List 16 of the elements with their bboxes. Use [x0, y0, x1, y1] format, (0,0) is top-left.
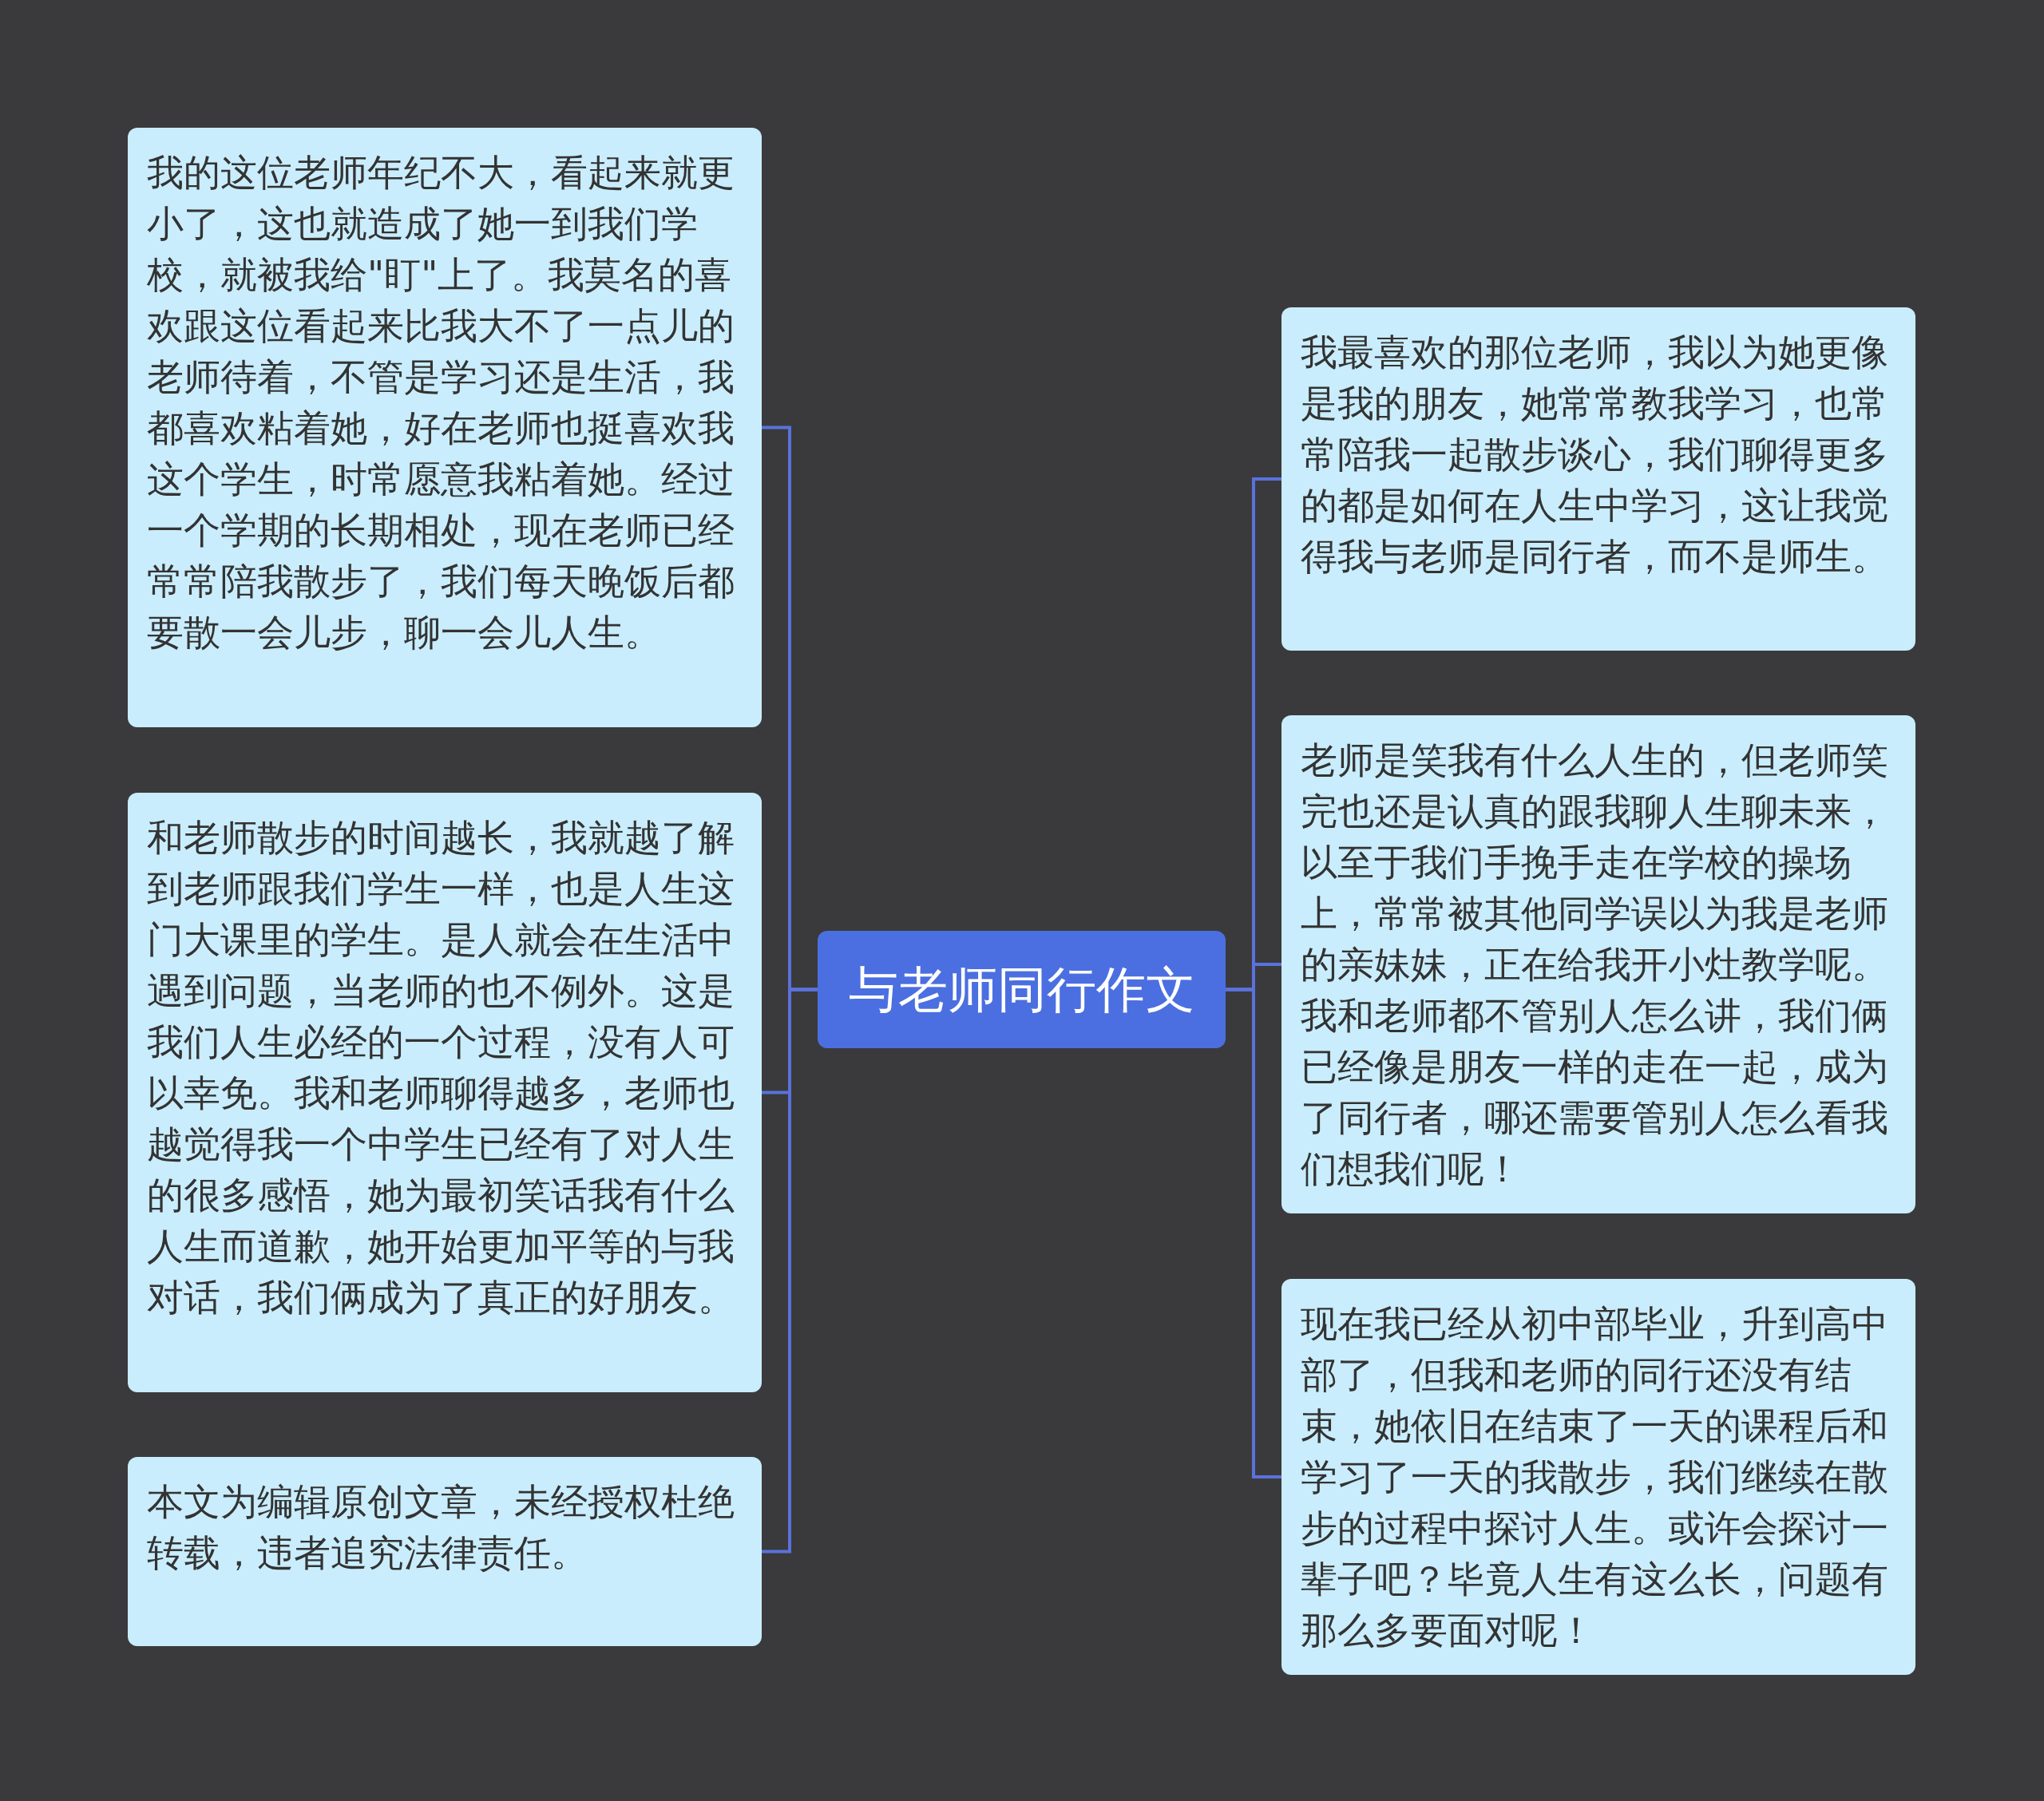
- text-card: [128, 1457, 762, 1646]
- text-card: [1281, 715, 1915, 1213]
- text-card: [1281, 1279, 1915, 1675]
- topic-box: [818, 931, 1226, 1048]
- paragraph-text: 我的这位老师年纪不大，看起来就更小了，这也就造成了她一到我们学校，就被我给"盯"上了。我莫名的喜欢跟这位看起来比我大不了一点儿的老师待着，不管是学习还是生活，我都喜欢粘着她，好在老师也挺喜欢我这个学生，时常愿意我粘着她。经过一个学期的长期相处，现在老师已经常常陪我散步了，我们每天晚饭后都要散一会儿步，聊一会儿人生。: [147, 151, 735, 654]
- paragraph-text: 现在我已经从初中部毕业，升到高中部了，但我和老师的同行还没有结束，她依旧在结束了一天的课程后和学习了一天的我散步，我们继续在散步的过程中探讨人生。或许会探讨一辈子吧？毕竟人生有这么长，问题有那么多要面对呢！: [1301, 1302, 1888, 1652]
- paragraph-text: 与老师同行作文: [848, 959, 1195, 1020]
- paragraph-text: 本文为编辑原创文章，未经授权杜绝转载，违者追究法律责任。: [147, 1480, 735, 1574]
- text-card: [128, 793, 762, 1392]
- paragraph-text: 我最喜欢的那位老师，我以为她更像是我的朋友，她常常教我学习，也常常陪我一起散步谈心，我们聊得更多的都是如何在人生中学习，这让我觉得我与老师是同行者，而不是师生。: [1301, 331, 1888, 578]
- paragraph-text: 和老师散步的时间越长，我就越了解到老师跟我们学生一样，也是人生这门大课里的学生。是人就会在生活中遇到问题，当老师的也不例外。这是我们人生必经的一个过程，没有人可以幸免。我和老师聊得越多，老师也越觉得我一个中学生已经有了对人生的很多感悟，她为最初笑话我有什么人生而道歉，她开始更加平等的与我对话，我们俩成为了真正的好朋友。: [147, 816, 735, 1319]
- text-card: [1281, 307, 1915, 651]
- connector-line: [1226, 988, 1281, 1478]
- paragraph-text: 老师是笑我有什么人生的，但老师笑完也还是认真的跟我聊人生聊未来，以至于我们手挽手走在学校的操场上，常常被其他同学误以为我是老师的亲妹妹，正在给我开小灶教学呢。我和老师都不管别人怎么讲，我们俩已经像是朋友一样的走在一起，成为了同行者，哪还需要管别人怎么看我们想我们呢！: [1301, 738, 1888, 1190]
- connector-line: [762, 988, 818, 1554]
- text-card: [128, 128, 762, 727]
